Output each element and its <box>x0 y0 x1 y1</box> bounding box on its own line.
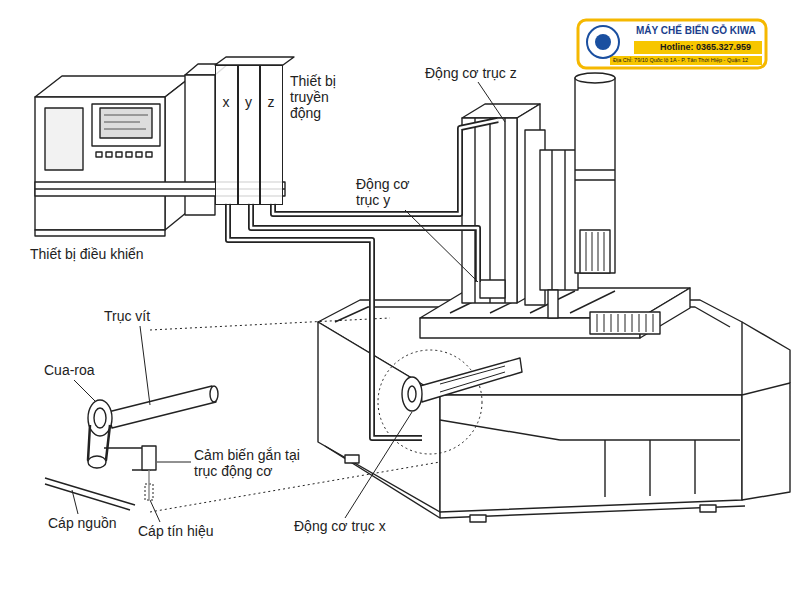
watermark: MÁY CHẾ BIẾN GỖ KIWA <box>636 25 756 37</box>
worktable <box>420 288 690 338</box>
drive-unit-group: Thiết bị truyền động xyz <box>185 57 350 220</box>
node-text: y <box>239 94 258 110</box>
node-text: z <box>261 94 281 110</box>
part-label: Cáp nguồn <box>48 515 117 531</box>
part-label: Động cơ trục y <box>356 176 420 208</box>
z-column <box>462 104 578 318</box>
leader-lines <box>72 82 505 522</box>
drive-unit: z <box>260 65 283 205</box>
spindle-motor <box>575 73 615 273</box>
drive-detail-inset <box>45 318 440 512</box>
watermark-badge <box>578 20 766 68</box>
part-label: Cảm biến gắn tại trục động cơ <box>194 447 310 479</box>
part-label: Động cơ trục z <box>425 65 517 81</box>
node-text: x <box>216 94 236 110</box>
part-label: Động cơ trục x <box>294 518 386 534</box>
machine-base <box>318 300 790 522</box>
node-text: Thiết bị truyền động <box>290 73 346 121</box>
watermark: Hotline: 0365.327.959 <box>660 42 751 53</box>
part-label: Cua-roa <box>44 362 95 378</box>
drive-unit: x <box>215 65 238 205</box>
control-cabinet <box>35 76 192 236</box>
part-label: Trục vít <box>104 308 150 324</box>
control-unit: Thiết bị điều khiển <box>30 72 200 266</box>
node-text: Thiết bị điều khiển <box>30 246 200 262</box>
drive-unit: y <box>238 65 260 205</box>
part-label: Cáp tín hiệu <box>138 523 214 539</box>
watermark: Địa Chỉ: 79/10 Quốc lộ 1A - P. Tân Thới … <box>613 57 748 65</box>
